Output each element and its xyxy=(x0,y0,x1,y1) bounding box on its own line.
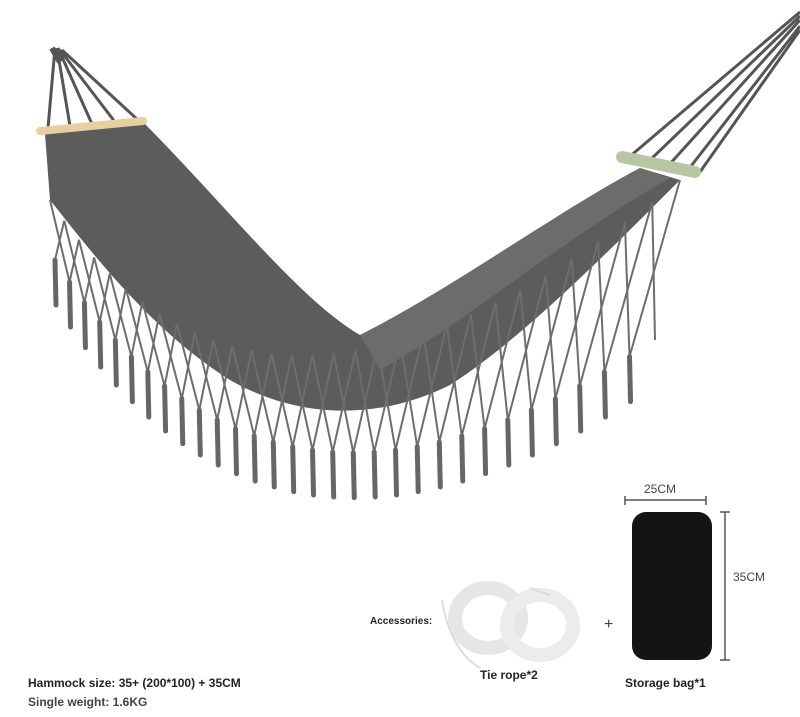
tassel xyxy=(251,433,258,484)
net-strand xyxy=(216,345,234,421)
tassel xyxy=(233,426,240,477)
tassel xyxy=(162,383,169,434)
tassel xyxy=(97,319,104,370)
tassel xyxy=(350,450,357,501)
tassel xyxy=(67,279,74,330)
height-dimension-line xyxy=(720,511,730,661)
tassel xyxy=(81,300,88,351)
tassel xyxy=(371,449,378,500)
net-strand xyxy=(506,274,547,421)
net-strand xyxy=(98,273,111,323)
macrame-netting xyxy=(49,179,681,453)
accessories-label: Accessories: xyxy=(370,616,433,627)
bag-height-label: 35CM xyxy=(733,570,766,584)
net-strand xyxy=(54,220,66,261)
hammock-fabric-fold xyxy=(360,168,670,370)
tassel xyxy=(414,444,421,495)
right-spreader-bar xyxy=(616,151,701,178)
net-strand xyxy=(163,323,178,387)
tie-rope-label: Tie rope*2 xyxy=(480,668,538,682)
net-strand xyxy=(83,257,96,303)
tassel xyxy=(627,354,634,405)
net-strand xyxy=(352,346,379,453)
hammock-size-spec: Hammock size: 35+ (200*100) + 35CM xyxy=(28,676,241,690)
tassel xyxy=(310,447,316,498)
tassel xyxy=(552,396,559,447)
net-strand xyxy=(130,301,144,357)
width-dimension-line xyxy=(624,496,707,505)
net-strand xyxy=(603,201,654,373)
tassel xyxy=(214,417,221,468)
net-strand xyxy=(311,353,335,451)
tassel xyxy=(112,337,119,388)
net-strand xyxy=(416,324,448,447)
plus-sign: + xyxy=(604,616,614,633)
net-strand xyxy=(578,222,626,387)
storage-bag-image xyxy=(624,496,730,661)
net-strand xyxy=(253,353,273,437)
tassel xyxy=(196,407,203,458)
net-strand xyxy=(234,350,253,429)
storage-bag-label: Storage bag*1 xyxy=(625,676,706,690)
net-strand xyxy=(198,339,215,411)
net-strand xyxy=(373,340,402,453)
tassel xyxy=(393,447,400,498)
tassel xyxy=(482,426,489,477)
net-strand xyxy=(272,354,293,443)
tassel xyxy=(179,396,186,447)
tassel xyxy=(270,439,277,490)
net-strand xyxy=(530,258,573,411)
net-strand xyxy=(180,332,196,399)
tassel xyxy=(290,444,297,495)
hanging-ropes xyxy=(46,10,800,173)
net-strand xyxy=(483,289,522,429)
tassel xyxy=(330,449,337,500)
tassel xyxy=(52,257,59,308)
net-strand xyxy=(331,350,357,453)
tie-rope-image xyxy=(441,581,580,669)
weight-spec: Single weight: 1.6KG xyxy=(28,695,148,709)
tassel xyxy=(505,417,512,468)
tassel xyxy=(528,407,535,458)
net-strand xyxy=(460,302,497,437)
net-strand xyxy=(554,241,600,399)
bag-width-label: 25CM xyxy=(644,482,677,496)
hammock-fabric xyxy=(45,124,680,411)
net-strand xyxy=(114,288,127,341)
net-strand xyxy=(394,333,425,451)
net-strand xyxy=(628,179,681,357)
tassel-fringe xyxy=(52,257,634,501)
tassel xyxy=(459,433,466,484)
left-spreader-bar xyxy=(36,117,147,135)
net-strand xyxy=(68,239,80,283)
net-strand xyxy=(146,313,161,373)
net-strand xyxy=(438,314,472,443)
tassel xyxy=(577,383,584,434)
tassel xyxy=(145,369,152,420)
tassel xyxy=(436,439,443,490)
tassel xyxy=(128,354,135,405)
net-strand xyxy=(291,354,314,447)
tassel xyxy=(601,369,608,420)
